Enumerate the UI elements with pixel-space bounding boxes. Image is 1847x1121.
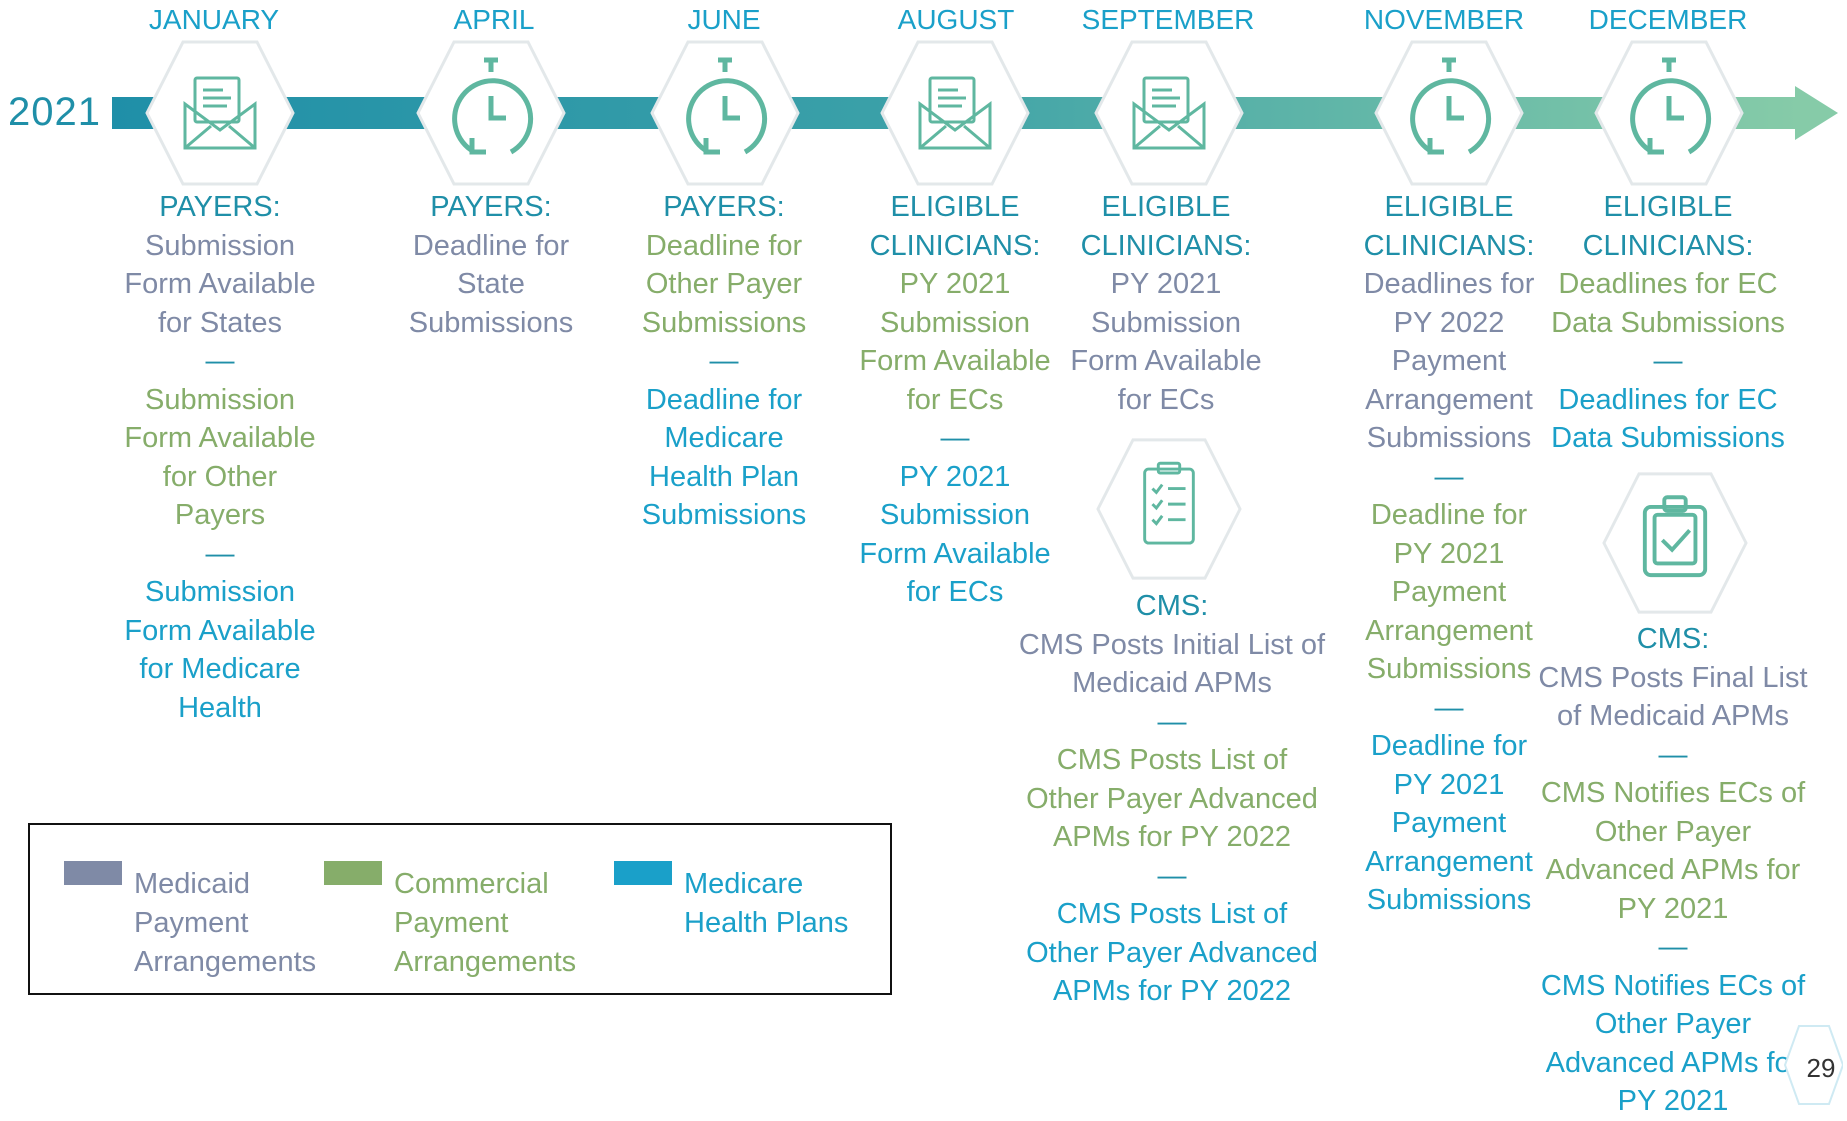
november-item-commercial: Deadline for PY 2021 Payment Arrangement… — [1365, 499, 1533, 685]
legend-swatch-medicaid — [64, 861, 122, 885]
cms-label: CMS: — [1636, 623, 1710, 655]
month-september: SEPTEMBER — [1081, 4, 1255, 35]
eligible-clinicians-label: ELIGIBLE CLINICIANS: — [1363, 191, 1535, 262]
december-cms-medicare: CMS Notifies ECs of Other Payer Advanced… — [1540, 969, 1806, 1118]
payers-label: PAYERS: — [159, 191, 281, 223]
separator: — — [1434, 691, 1464, 724]
separator: — — [1157, 859, 1187, 892]
page-number-hexagon: 29 — [1783, 1025, 1843, 1105]
november-column: ELIGIBLE CLINICIANS: Deadlines for PY 20… — [1349, 188, 1549, 920]
eligible-clinicians-label: ELIGIBLE CLINICIANS: — [1582, 191, 1754, 262]
legend-swatch-medicare — [614, 861, 672, 885]
cms-label: CMS: — [1135, 590, 1209, 622]
separator: — — [205, 537, 235, 570]
january-item-medicare: Submission Form Available for Medicare H… — [124, 576, 316, 724]
page-number: 29 — [1807, 1053, 1836, 1083]
month-april: APRIL — [453, 4, 535, 35]
separator: — — [709, 345, 739, 377]
january-item-medicaid: Submission Form Available for States — [124, 229, 316, 339]
checklist-icon — [1096, 438, 1242, 580]
payers-label: PAYERS: — [663, 191, 785, 223]
separator: — — [940, 422, 970, 454]
august-item-medicare: PY 2021 Submission Form Available for EC… — [859, 460, 1051, 609]
separator: — — [1157, 705, 1187, 738]
june-item-commercial: Deadline for Other Payer Submissions — [641, 229, 807, 339]
december-column: ELIGIBLE CLINICIANS: Deadlines for EC Da… — [1548, 188, 1788, 458]
june-item-medicare: Deadline for Medicare Health Plan Submis… — [641, 383, 807, 532]
november-item-medicare: Deadline for PY 2021 Payment Arrangement… — [1365, 730, 1533, 916]
separator: — — [1653, 345, 1683, 377]
envelope-icon — [880, 40, 1030, 186]
separator: — — [1434, 460, 1464, 493]
month-november: NOVEMBER — [1363, 4, 1525, 35]
september-item-medicaid: PY 2021 Submission Form Available for EC… — [1070, 268, 1262, 416]
eligible-clinicians-label: ELIGIBLE CLINICIANS: — [1080, 191, 1252, 262]
month-december: DECEMBER — [1588, 4, 1748, 35]
month-august: AUGUST — [897, 4, 1015, 35]
legend-label-commercial: Commercial Payment Arrangements — [394, 868, 577, 978]
clock-icon — [650, 40, 800, 186]
envelope-icon — [145, 40, 295, 186]
august-item-commercial: PY 2021 Submission Form Available for EC… — [859, 268, 1051, 416]
separator: — — [205, 345, 235, 377]
september-cms-medicare: CMS Posts List of Other Payer Advanced A… — [1026, 898, 1318, 1007]
january-item-commercial: Submission Form Available for Other Paye… — [124, 383, 316, 532]
april-item-medicaid: Deadline for State Submissions — [408, 229, 574, 339]
clipboard-check-icon — [1602, 472, 1748, 614]
clock-icon — [1594, 40, 1744, 186]
december-item-medicare: Deadlines for EC Data Submissions — [1551, 383, 1785, 455]
november-item-medicaid: Deadlines for PY 2022 Payment Arrangemen… — [1363, 268, 1535, 454]
september-cms-block: CMS: CMS Posts Initial List of Medicaid … — [1017, 587, 1327, 1011]
legend-label-medicare: Medicare Health Plans — [684, 868, 849, 939]
june-column: PAYERS: Deadline for Other Payer Submiss… — [624, 188, 824, 535]
april-column: PAYERS: Deadline for State Submissions — [391, 188, 591, 342]
clock-icon — [416, 40, 566, 186]
payers-label: PAYERS: — [430, 191, 552, 223]
separator: — — [1658, 738, 1688, 771]
legend-swatch-commercial — [324, 861, 382, 885]
september-cms-medicaid: CMS Posts Initial List of Medicaid APMs — [1018, 628, 1326, 700]
legend: Medicaid Payment Arrangements Commercial… — [28, 823, 892, 995]
legend-label-medicaid: Medicaid Payment Arrangements — [134, 868, 317, 978]
envelope-icon — [1094, 40, 1244, 186]
december-cms-medicaid: CMS Posts Final List of Medicaid APMs — [1538, 661, 1808, 733]
clock-icon — [1374, 40, 1524, 186]
year-label: 2021 — [8, 90, 101, 134]
september-column: ELIGIBLE CLINICIANS: PY 2021 Submission … — [1066, 188, 1266, 419]
august-column: ELIGIBLE CLINICIANS: PY 2021 Submission … — [855, 188, 1055, 612]
eligible-clinicians-label: ELIGIBLE CLINICIANS: — [869, 191, 1041, 262]
december-cms-commercial: CMS Notifies ECs of Other Payer Advanced… — [1540, 777, 1806, 925]
september-cms-commercial: CMS Posts List of Other Payer Advanced A… — [1026, 744, 1318, 853]
month-june: JUNE — [687, 4, 761, 35]
separator: — — [1658, 931, 1688, 963]
month-january: JANUARY — [148, 4, 280, 35]
january-column: PAYERS: Submission Form Available for St… — [120, 188, 320, 727]
december-cms-block: CMS: CMS Posts Final List of Medicaid AP… — [1538, 620, 1808, 1121]
december-item-commercial: Deadlines for EC Data Submissions — [1551, 268, 1785, 339]
